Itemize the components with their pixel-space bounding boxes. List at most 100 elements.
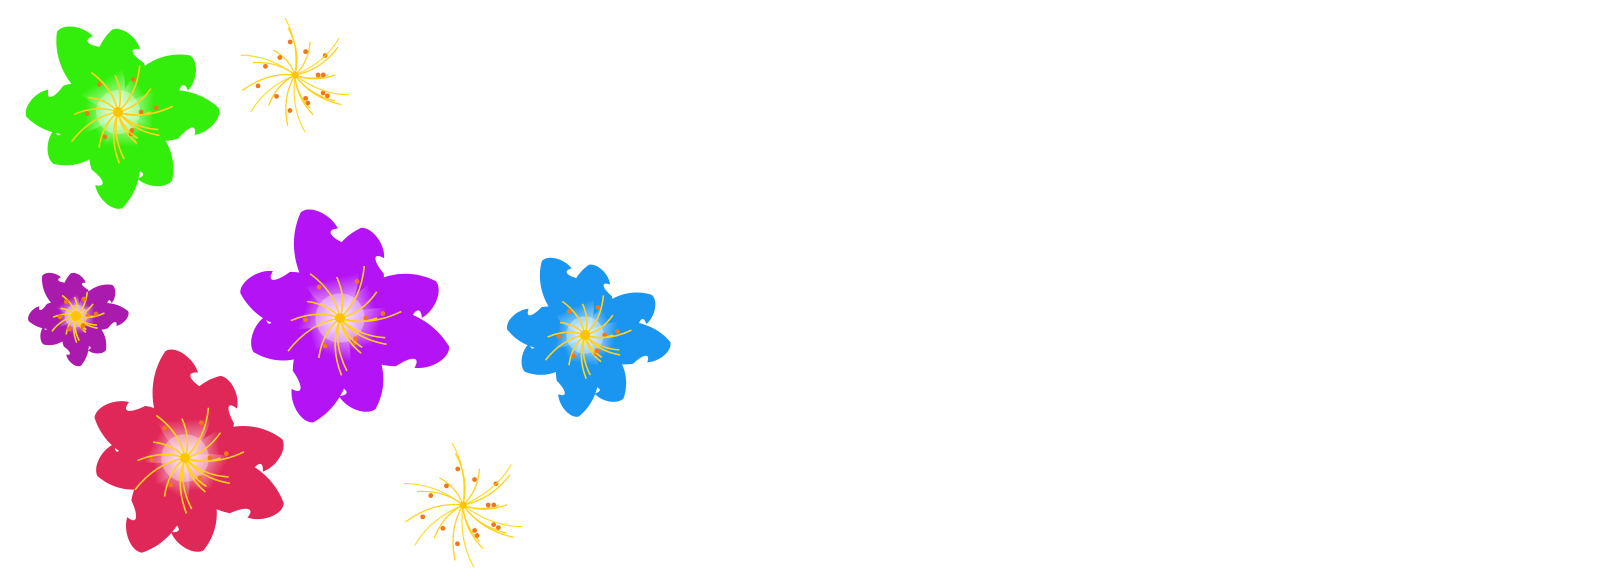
stamen-dot [287, 39, 293, 45]
stamen-dot [485, 502, 491, 508]
green-flower [25, 26, 220, 209]
flower-core [580, 330, 590, 340]
stamen-dot [495, 525, 501, 531]
purple-flower [240, 209, 450, 423]
stamen-dot [354, 279, 360, 284]
flower-core [180, 453, 190, 463]
spark-ray [240, 54, 296, 76]
stamen-dot [325, 93, 330, 99]
stamen-dot [315, 72, 321, 78]
stamen-dot [455, 541, 460, 547]
stamen-dot [162, 425, 168, 431]
flower-core [113, 107, 123, 117]
stamen-dot [363, 315, 369, 321]
filament [287, 317, 341, 352]
stamen-dot [491, 522, 497, 528]
stamen-dot [66, 326, 72, 332]
stamen-dot [199, 420, 204, 426]
stamen-dot [80, 323, 86, 328]
stamen-dot [93, 311, 99, 317]
stamen-dot [153, 105, 159, 111]
stamen-dot [491, 502, 497, 508]
stamen-dot [255, 83, 261, 89]
stamen-dot [168, 482, 174, 488]
stamen-dot [566, 309, 572, 314]
spark-ray [451, 442, 465, 506]
yellow-spark-top [240, 17, 350, 133]
filament [416, 490, 464, 506]
stamen-dot [57, 314, 63, 320]
stamen-dot [305, 100, 311, 106]
stamen-dot [129, 128, 135, 133]
stamen-dot [615, 329, 620, 334]
petal [152, 349, 211, 458]
filament [294, 74, 314, 116]
stamen-dot [84, 111, 90, 117]
stamen-dot [571, 353, 577, 359]
stamen-dot [138, 109, 144, 115]
filament [241, 73, 296, 92]
filament [452, 504, 464, 561]
stamen-dot [320, 72, 326, 78]
stamen-dot [353, 336, 358, 342]
spark-ray [461, 504, 475, 568]
stamen-dot [63, 299, 69, 305]
flower-core [335, 313, 345, 323]
blue-flower [507, 257, 671, 417]
stamen-dot [263, 63, 268, 69]
spark-ray [414, 504, 464, 546]
stamen-dot [474, 533, 480, 538]
stamen-dot [380, 311, 386, 316]
stamen-dot [472, 477, 477, 482]
stamen-dot [420, 514, 426, 520]
flower-core [459, 501, 467, 509]
stamen-dot [287, 108, 293, 113]
stamen-dot [303, 317, 308, 323]
stamen-dot [595, 304, 601, 310]
filament [462, 474, 511, 506]
petal [42, 272, 79, 316]
spark-ray [293, 74, 306, 133]
stamen-dot [96, 81, 102, 87]
stamen-dot [277, 55, 283, 60]
stamen-dot [223, 451, 229, 457]
spark-ray [284, 17, 297, 76]
stamen-dot [455, 466, 461, 472]
filament [285, 74, 296, 126]
filament [405, 503, 464, 523]
stamen-dot [316, 284, 322, 290]
stamen-dot [102, 134, 108, 140]
filament [294, 46, 339, 76]
stamen-dot [322, 343, 328, 349]
yellow-spark-bottom [403, 442, 523, 568]
spark-ray [250, 74, 296, 113]
stamen-dot [274, 93, 279, 99]
stamen-dot [303, 49, 309, 55]
filament [268, 74, 296, 106]
spark-ray [462, 504, 523, 528]
filament [294, 74, 336, 80]
petal [293, 209, 359, 318]
filament [462, 504, 514, 538]
flower-core [291, 71, 299, 79]
filament [462, 504, 508, 510]
stamen-dot [428, 493, 434, 498]
spark-ray [403, 482, 464, 506]
stamen-dot [207, 455, 213, 461]
petal [56, 26, 125, 112]
stamen-dot [149, 457, 155, 463]
stamen-dot [594, 348, 600, 354]
stamen-dot [320, 90, 326, 96]
magenta-flower [28, 272, 129, 367]
petal [539, 257, 594, 335]
stamen-dot [444, 483, 449, 489]
spark-ray [462, 464, 512, 506]
filament [252, 61, 296, 76]
filament [339, 310, 402, 323]
filament [294, 74, 342, 106]
stamen-dot [556, 333, 562, 339]
stamen-dot [472, 528, 478, 533]
stamen-dot [81, 296, 87, 302]
